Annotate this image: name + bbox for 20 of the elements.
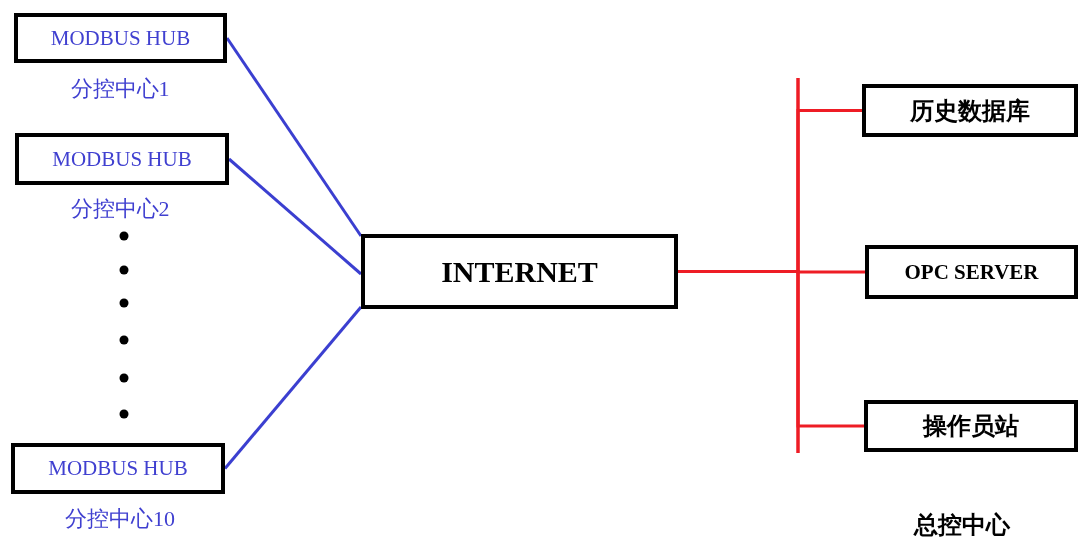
- hub-box: [11, 443, 225, 494]
- box-label: MODBUS HUB: [48, 456, 188, 481]
- box-label: OPC SERVER: [904, 259, 1039, 285]
- hub-box: [15, 133, 229, 185]
- station-box: [864, 400, 1078, 452]
- box-label: INTERNET: [441, 254, 598, 289]
- caption-text: 分控中心10: [65, 505, 175, 533]
- database-box: [862, 84, 1078, 137]
- internet-box: [361, 234, 678, 309]
- server-box: [865, 245, 1078, 299]
- box-label: 历史数据库: [910, 96, 1030, 126]
- caption-text: 分控中心2: [70, 195, 170, 223]
- group-label: 总控中心: [914, 511, 1010, 540]
- box-label: MODBUS HUB: [52, 146, 192, 172]
- hub-box: [14, 13, 227, 63]
- box-label: 操作员站: [923, 412, 1019, 441]
- connector-line: [228, 157, 362, 276]
- box-label: MODBUS HUB: [50, 25, 191, 51]
- caption-text: 分控中心1: [70, 75, 170, 103]
- connector-line: [678, 270, 864, 428]
